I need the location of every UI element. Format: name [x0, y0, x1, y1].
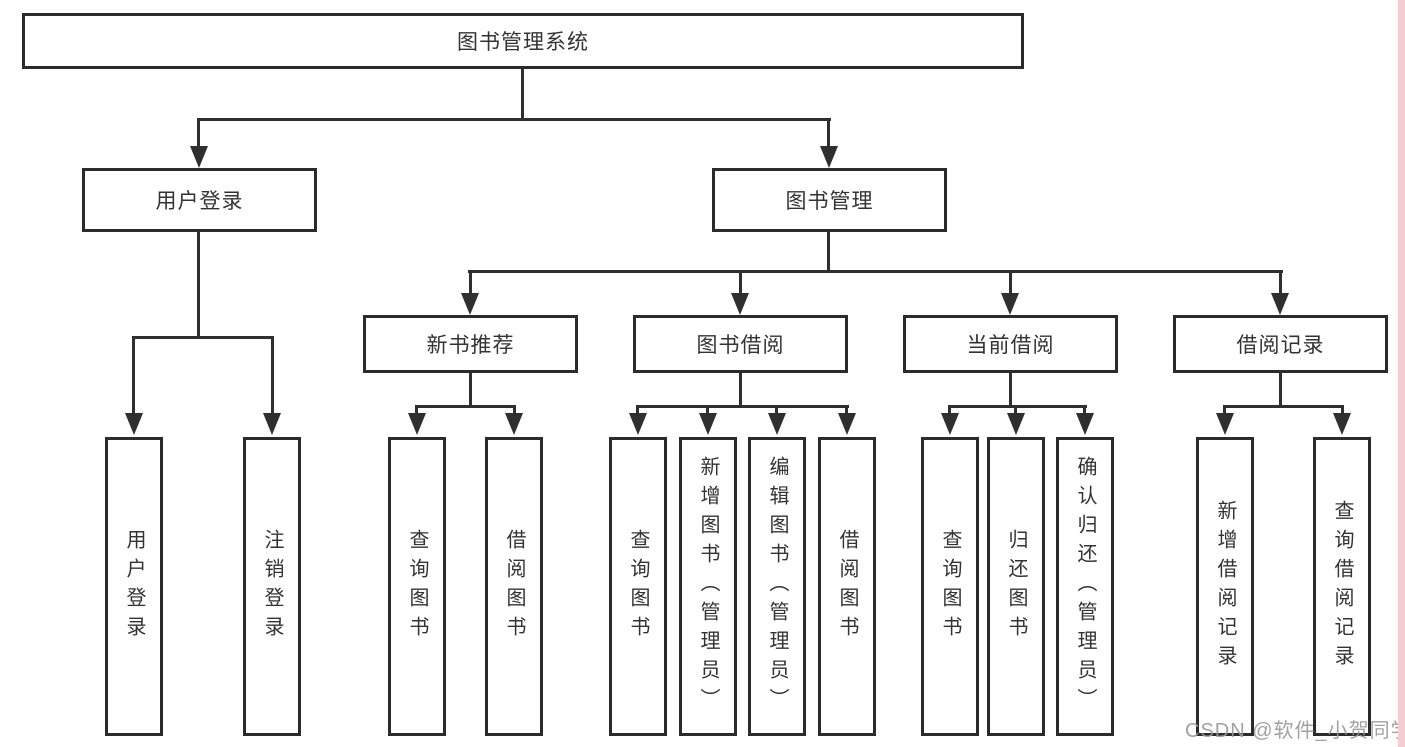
- connector-book-mgmt-stub: [827, 232, 830, 270]
- connector-stem: [415, 405, 418, 415]
- leaf-label: 查询借阅记录: [1331, 499, 1353, 674]
- leaf-label: 确认归还（管理员）: [1074, 456, 1096, 717]
- leaf-newbooks-query: 查询图书: [388, 437, 446, 736]
- arrow-down-icon: [1076, 413, 1094, 435]
- connector-stem: [636, 405, 639, 415]
- connector-stem: [1341, 405, 1344, 415]
- leaf-current-query: 查询图书: [921, 437, 979, 736]
- connector-stem: [948, 405, 951, 415]
- node-user-login: 用户登录: [82, 168, 317, 232]
- leaf-logout: 注销登录: [243, 437, 301, 736]
- connector-current-split: [948, 405, 1087, 408]
- connector-stem-user-login: [197, 118, 200, 148]
- connector-level3-split: [468, 270, 1283, 273]
- connector-stem: [469, 270, 472, 293]
- connector-root-stub: [521, 69, 524, 118]
- arrow-down-icon: [731, 293, 749, 315]
- csdn-watermark: CSDN @软件_小贺同学: [1185, 720, 1405, 742]
- arrow-down-icon: [838, 413, 856, 435]
- leaf-borrowing-add-admin: 新增图书（管理员）: [679, 437, 737, 736]
- arrow-down-icon: [629, 413, 647, 435]
- node-book-mgmt-label: 图书管理: [785, 190, 874, 213]
- connector-stem: [775, 405, 778, 415]
- connector-stem: [739, 270, 742, 293]
- connector-stem: [1014, 405, 1017, 415]
- node-new-books-label: 新书推荐: [426, 334, 515, 357]
- arrow-down-icon: [941, 413, 959, 435]
- connector-borrowing-stub: [739, 373, 742, 405]
- node-root-label: 图书管理系统: [457, 31, 589, 54]
- node-current-borrow: 当前借阅: [903, 315, 1118, 373]
- node-borrowing-label: 图书借阅: [696, 334, 785, 357]
- arrow-down-icon: [768, 413, 786, 435]
- leaf-records-add: 新增借阅记录: [1196, 437, 1254, 736]
- leaf-label: 借阅图书: [836, 528, 858, 645]
- leaf-label: 用户登录: [123, 528, 145, 645]
- leaf-current-confirm-admin: 确认归还（管理员）: [1056, 437, 1114, 736]
- leaf-label: 新增借阅记录: [1214, 499, 1236, 674]
- arrow-down-icon: [263, 413, 281, 435]
- leaf-current-return: 归还图书: [987, 437, 1045, 736]
- arrow-down-icon: [1001, 293, 1019, 315]
- leaf-label: 查询图书: [406, 528, 428, 645]
- arrow-down-icon: [1271, 293, 1289, 315]
- leaf-borrowing-edit-admin: 编辑图书（管理员）: [748, 437, 806, 736]
- node-borrow-records: 借阅记录: [1173, 315, 1388, 373]
- leaf-borrowing-borrow: 借阅图书: [818, 437, 876, 736]
- connector-stem: [706, 405, 709, 415]
- connector-stem-book-mgmt: [827, 118, 830, 148]
- connector-stem: [271, 336, 274, 413]
- node-new-books: 新书推荐: [363, 315, 578, 373]
- node-borrowing: 图书借阅: [633, 315, 848, 373]
- connector-stem: [1279, 270, 1282, 293]
- connector-user-login-split: [132, 336, 274, 339]
- leaf-label: 注销登录: [261, 528, 283, 645]
- node-root-system: 图书管理系统: [22, 13, 1024, 69]
- leaf-label: 借阅图书: [503, 528, 525, 645]
- leaf-label: 归还图书: [1005, 528, 1027, 645]
- leaf-label: 查询图书: [627, 528, 649, 645]
- connector-stem: [1083, 405, 1086, 415]
- arrow-down-icon: [1333, 413, 1351, 435]
- connector-user-login-stub: [197, 232, 200, 336]
- arrow-down-icon: [505, 413, 523, 435]
- node-user-login-label: 用户登录: [155, 190, 244, 213]
- arrow-down-icon: [408, 413, 426, 435]
- arrow-down-icon: [1007, 413, 1025, 435]
- right-edge-strip: [1398, 0, 1405, 747]
- arrow-down-icon: [461, 293, 479, 315]
- connector-stem: [513, 405, 516, 415]
- leaf-user-login: 用户登录: [105, 437, 163, 736]
- connector-new-books-split: [415, 405, 516, 408]
- connector-stem: [132, 336, 135, 413]
- connector-stem: [1009, 270, 1012, 293]
- arrow-down-icon: [820, 146, 838, 168]
- connector-stem: [1223, 405, 1226, 415]
- connector-stem: [845, 405, 848, 415]
- leaf-records-query: 查询借阅记录: [1313, 437, 1371, 736]
- leaf-label: 编辑图书（管理员）: [766, 456, 788, 717]
- arrow-down-icon: [699, 413, 717, 435]
- leaf-newbooks-borrow: 借阅图书: [485, 437, 543, 736]
- arrow-down-icon: [125, 413, 143, 435]
- connector-borrowing-split: [636, 405, 849, 408]
- leaf-borrowing-query: 查询图书: [609, 437, 667, 736]
- arrow-down-icon: [1216, 413, 1234, 435]
- node-book-mgmt: 图书管理: [712, 168, 947, 232]
- node-borrow-records-label: 借阅记录: [1236, 334, 1325, 357]
- connector-current-stub: [1009, 373, 1012, 405]
- arrow-down-icon: [190, 146, 208, 168]
- node-current-borrow-label: 当前借阅: [966, 334, 1055, 357]
- connector-new-books-stub: [469, 373, 472, 405]
- connector-level2-split: [198, 118, 831, 121]
- leaf-label: 新增图书（管理员）: [697, 456, 719, 717]
- connector-records-split: [1223, 405, 1344, 408]
- leaf-label: 查询图书: [939, 528, 961, 645]
- connector-records-stub: [1279, 373, 1282, 405]
